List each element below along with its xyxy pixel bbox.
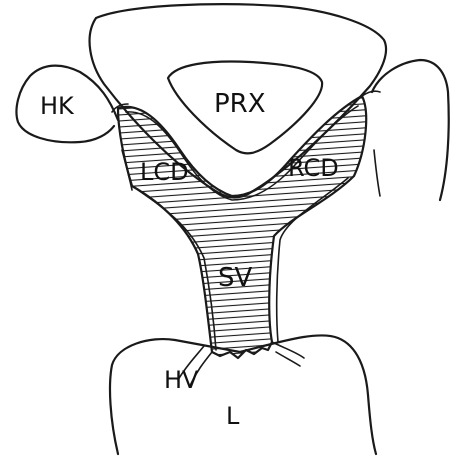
right-structure-shape xyxy=(372,60,449,200)
right-structure-inner-edge xyxy=(374,150,380,196)
label-l: L xyxy=(226,402,240,430)
label-lcd: LCD xyxy=(140,158,189,186)
label-hk: HK xyxy=(40,92,75,120)
label-rcd: RCD xyxy=(288,154,339,182)
hv-right-vessel xyxy=(272,342,304,358)
label-hv: HV xyxy=(164,366,199,394)
label-sv: SV xyxy=(218,263,253,293)
label-prx: PRX xyxy=(214,89,266,119)
